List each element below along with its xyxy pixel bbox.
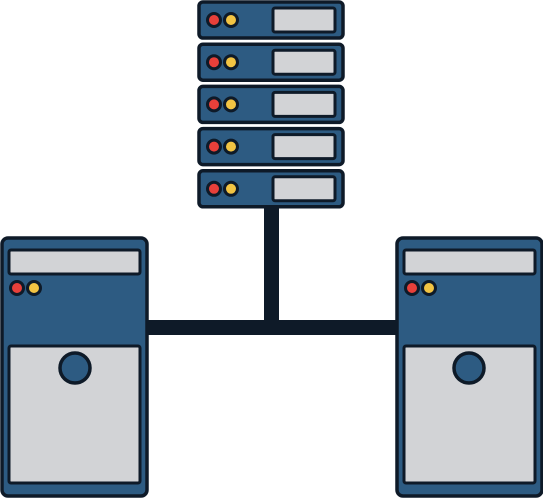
red-led-icon [206,138,222,155]
rack-unit [197,84,345,125]
server-rack-icon [197,0,345,209]
red-led-icon [206,96,222,113]
red-led-icon [404,280,420,296]
yellow-led-icon [223,12,239,28]
yellow-led-icon [223,180,239,197]
front-panel [7,344,142,485]
yellow-led-icon [223,54,239,71]
horizontal-cable [144,320,400,335]
rack-unit [197,42,345,82]
drive-slot [271,175,337,203]
rack-unit [197,169,345,209]
power-button-icon [452,351,486,385]
red-led-icon [206,12,222,28]
yellow-led-icon [26,280,42,296]
drive-slot [271,90,337,118]
drive-bay-slot [402,248,537,276]
workstation-left-icon [0,236,149,498]
drive-bay-slot [7,248,142,276]
front-panel [402,344,537,485]
rack-unit [197,0,345,40]
yellow-led-icon [223,96,239,113]
red-led-icon [9,280,25,296]
yellow-led-icon [223,138,239,155]
drive-slot [271,6,337,34]
vertical-cable [264,205,279,329]
drive-slot [271,48,337,76]
red-led-icon [206,54,222,71]
network-cables [144,205,400,335]
power-button-icon [58,351,92,385]
yellow-led-icon [421,280,437,296]
rack-unit [197,126,345,167]
red-led-icon [206,180,222,197]
drive-slot [271,133,337,161]
workstation-right-icon [395,236,543,498]
